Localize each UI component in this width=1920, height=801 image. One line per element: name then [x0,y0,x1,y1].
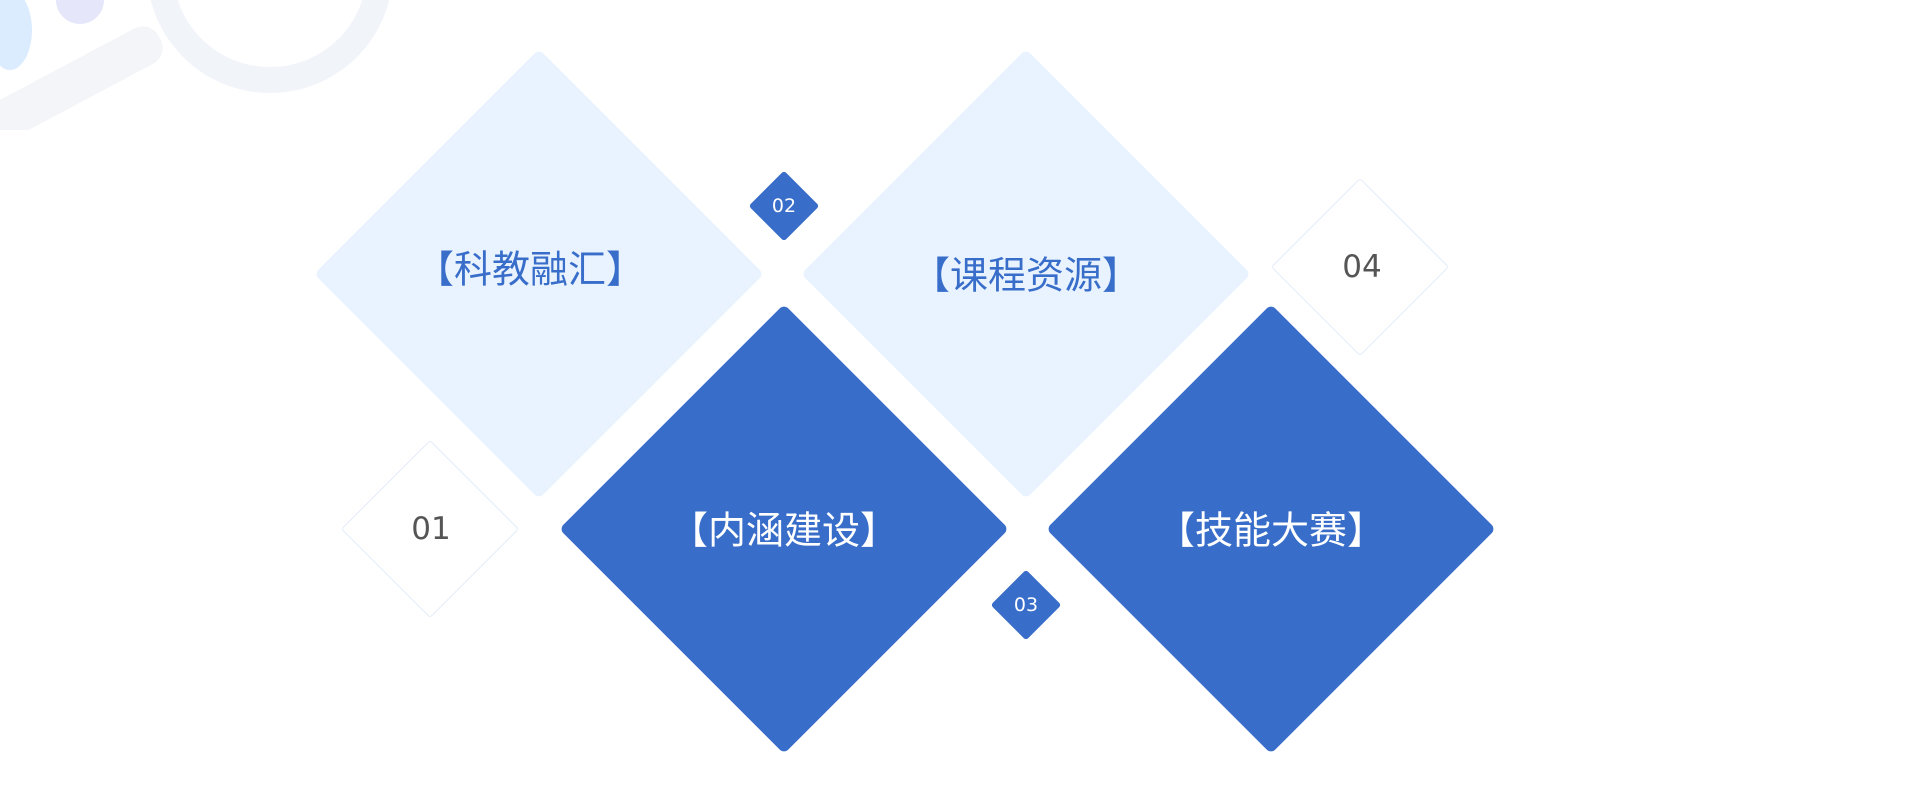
card-jineng-dasai-title: 【技能大赛】 [1156,508,1386,553]
card-neihan-jianshe-title: 【内涵建设】 [669,508,899,553]
number-04-label: 04 [1342,249,1382,285]
number-02-label: 02 [771,195,797,217]
card-kejiao-ronghui-title: 【科教融汇】 [415,247,645,292]
magnifier-decoration-icon [0,0,420,139]
number-03-label: 03 [1013,594,1039,616]
card-kecheng-ziyuan-title: 【课程资源】 [911,253,1141,298]
number-01-label: 01 [411,511,451,547]
